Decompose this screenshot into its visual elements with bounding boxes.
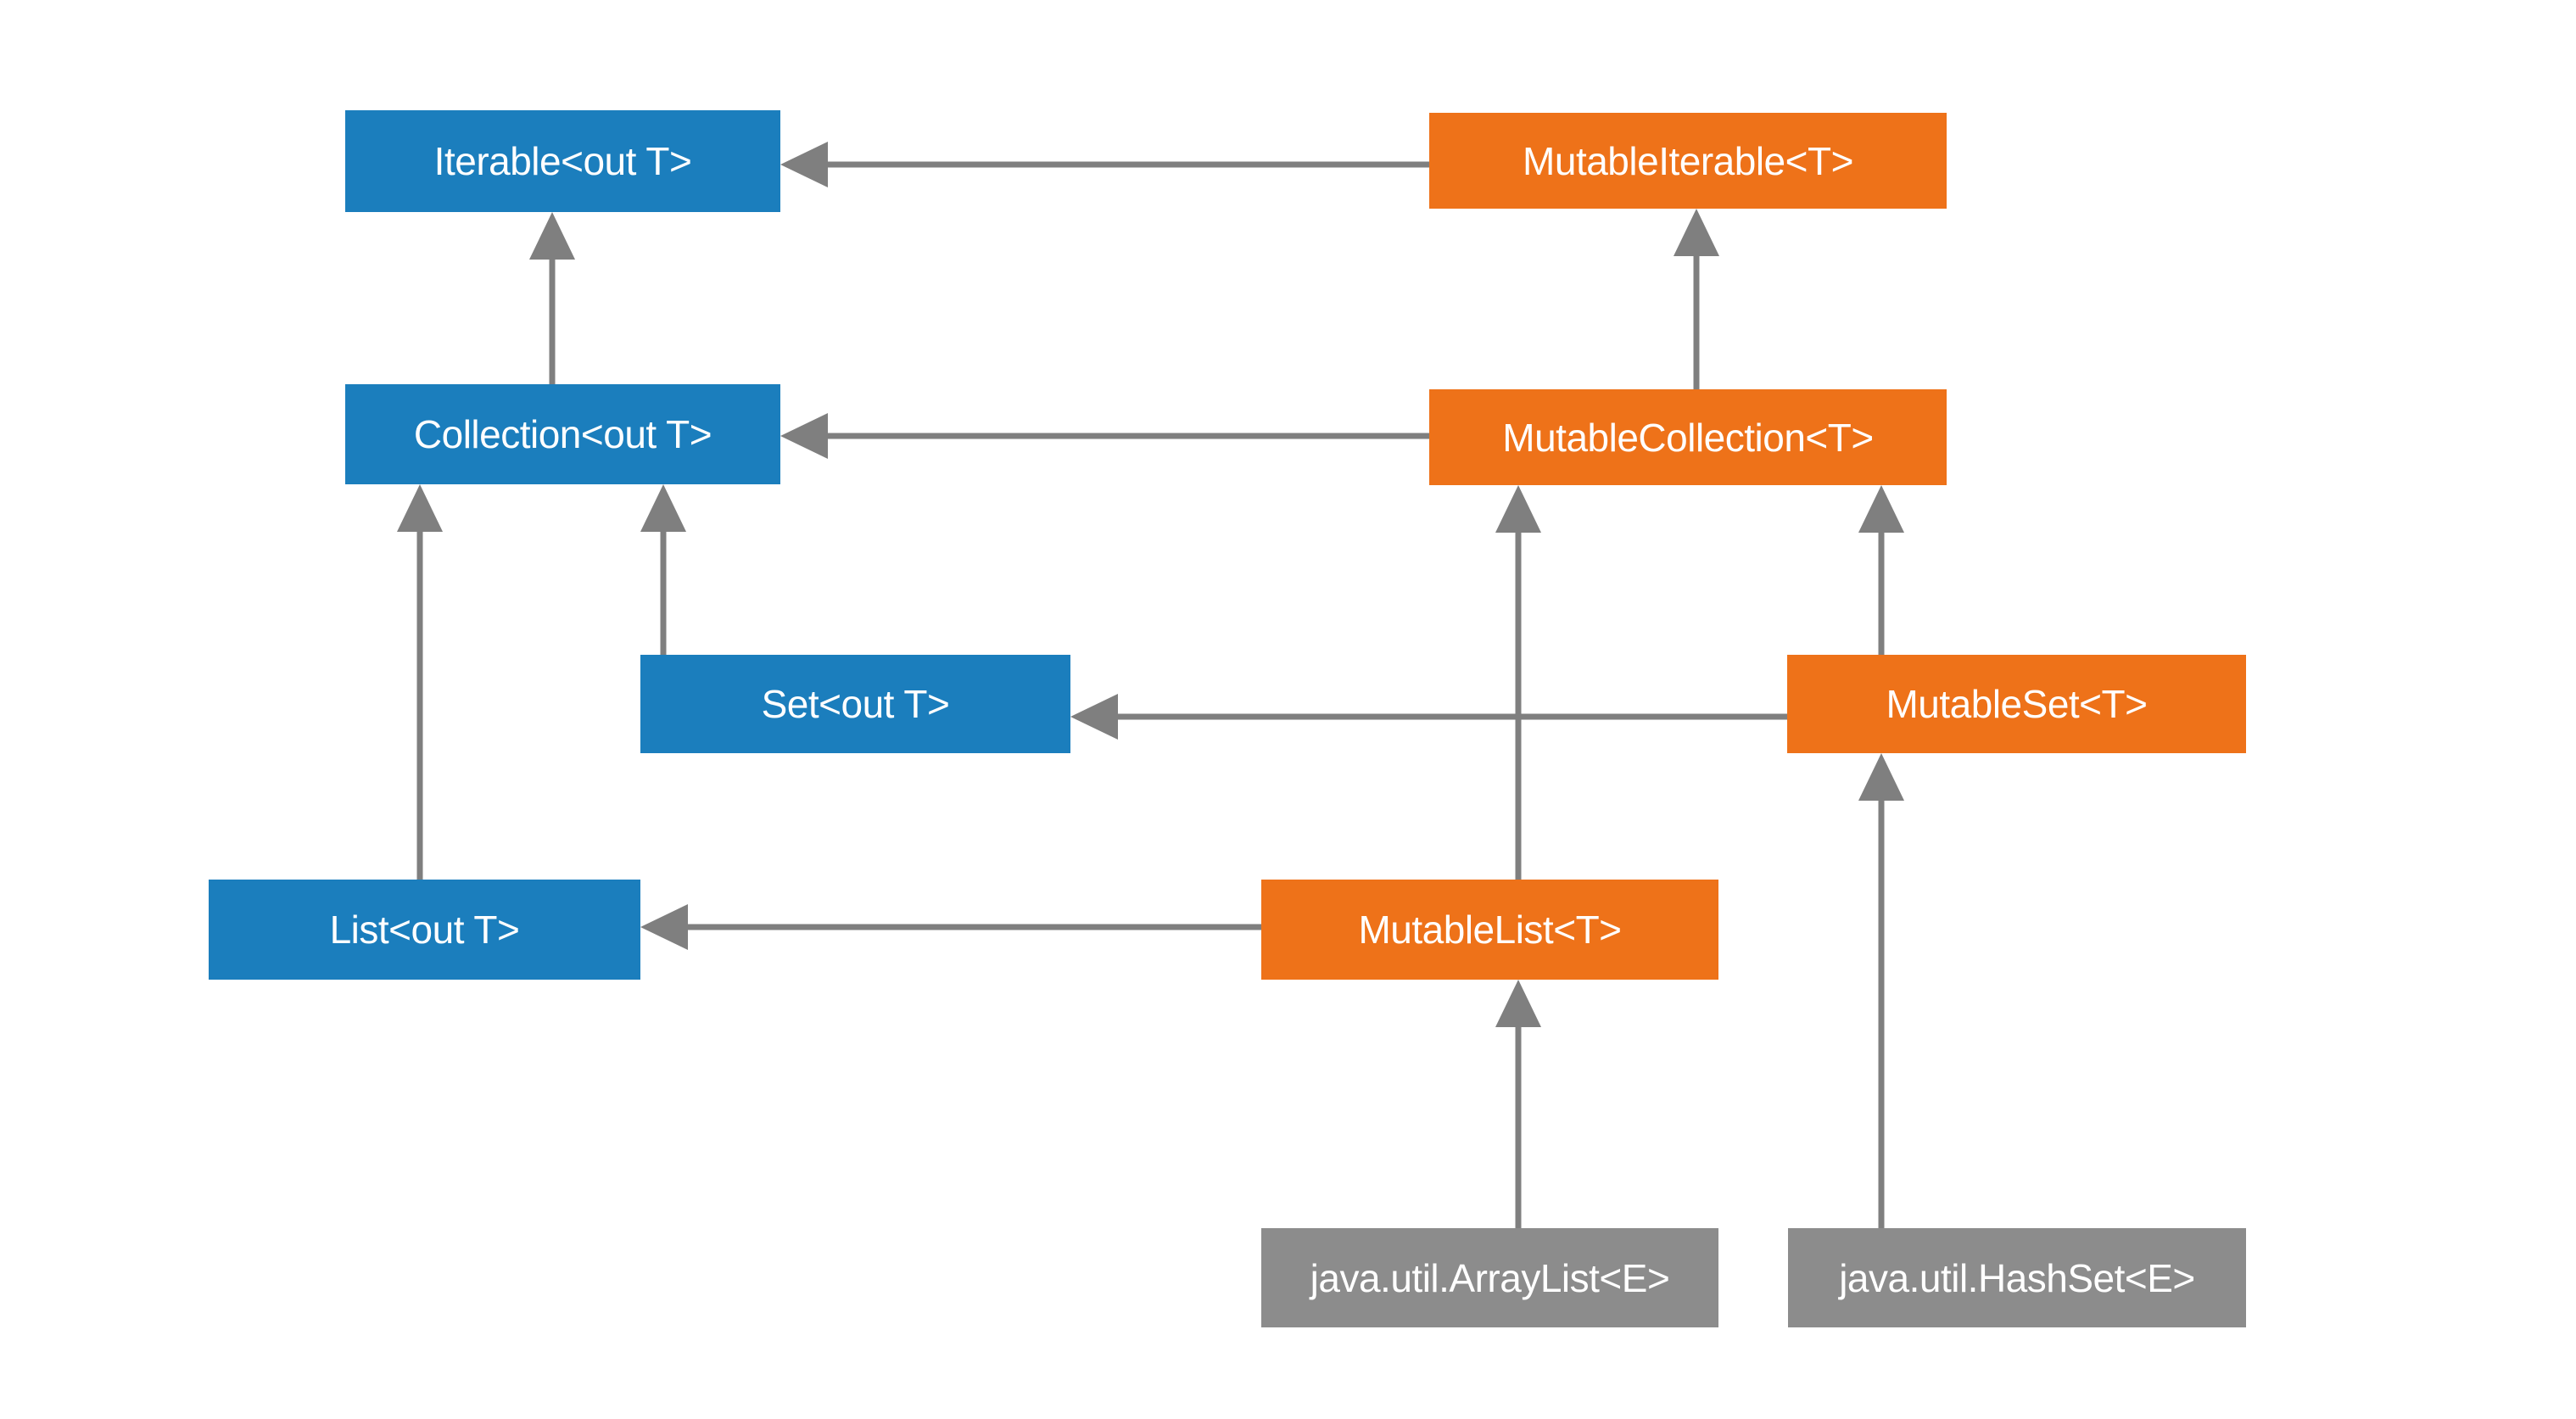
arrowhead-icon bbox=[640, 904, 688, 950]
node-label: MutableList<T> bbox=[1358, 908, 1622, 952]
edge-list-to-collection bbox=[397, 484, 443, 880]
node-label: MutableSet<T> bbox=[1886, 682, 2148, 726]
node-label: MutableCollection<T> bbox=[1502, 415, 1874, 460]
node-collection[interactable]: Collection<out T> bbox=[345, 384, 780, 484]
arrowhead-icon bbox=[640, 484, 686, 532]
edge-mutableset-to-mutablecollection bbox=[1858, 485, 1904, 655]
arrowhead-icon bbox=[397, 484, 443, 532]
node-iterable[interactable]: Iterable<out T> bbox=[345, 110, 780, 212]
arrowhead-icon bbox=[1495, 980, 1541, 1027]
node-mutable-iterable[interactable]: MutableIterable<T> bbox=[1429, 113, 1947, 209]
node-java-hashset[interactable]: java.util.HashSet<E> bbox=[1788, 1228, 2246, 1327]
arrowhead-icon bbox=[1495, 485, 1541, 533]
arrowhead-icon bbox=[1674, 209, 1719, 256]
edge-mutablelist-to-mutablecollection bbox=[1495, 485, 1541, 880]
node-label: Set<out T> bbox=[761, 682, 950, 726]
node-label: java.util.HashSet<E> bbox=[1839, 1255, 2195, 1300]
edge-layer bbox=[397, 142, 1904, 1228]
arrowhead-icon bbox=[780, 142, 828, 187]
node-java-arraylist[interactable]: java.util.ArrayList<E> bbox=[1261, 1228, 1718, 1327]
edge-collection-to-iterable bbox=[529, 212, 575, 384]
node-label: MutableIterable<T> bbox=[1523, 138, 1853, 183]
edge-hashset-to-mutableset bbox=[1858, 753, 1904, 1228]
node-set[interactable]: Set<out T> bbox=[640, 655, 1070, 753]
edge-mutableiterable-to-iterable bbox=[780, 142, 1429, 187]
node-label: Iterable<out T> bbox=[433, 139, 692, 183]
edge-mutablelist-to-list bbox=[640, 904, 1261, 950]
arrowhead-icon bbox=[1858, 485, 1904, 533]
node-list[interactable]: List<out T> bbox=[209, 880, 640, 980]
node-label: List<out T> bbox=[329, 908, 520, 952]
node-mutable-collection[interactable]: MutableCollection<T> bbox=[1429, 389, 1947, 485]
arrowhead-icon bbox=[1858, 753, 1904, 801]
arrowhead-icon bbox=[529, 212, 575, 260]
arrowhead-icon bbox=[1070, 694, 1118, 740]
node-mutable-list[interactable]: MutableList<T> bbox=[1261, 880, 1718, 980]
edge-set-to-collection bbox=[640, 484, 686, 655]
edge-mutablecollection-to-collection bbox=[780, 413, 1429, 459]
edge-mutableset-to-set bbox=[1070, 694, 1787, 740]
edge-arraylist-to-mutablelist bbox=[1495, 980, 1541, 1228]
node-label: java.util.ArrayList<E> bbox=[1310, 1255, 1670, 1300]
arrowhead-icon bbox=[780, 413, 828, 459]
node-label: Collection<out T> bbox=[413, 412, 712, 456]
node-mutable-set[interactable]: MutableSet<T> bbox=[1787, 655, 2246, 753]
edge-mutablecollection-to-mutableiterable bbox=[1674, 209, 1719, 389]
